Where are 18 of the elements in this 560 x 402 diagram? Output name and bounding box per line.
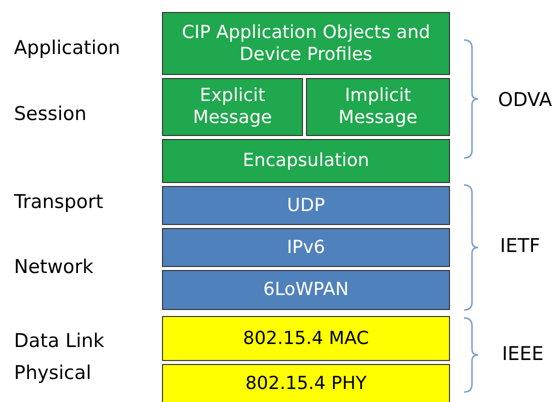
layer-label: Transport	[14, 191, 104, 213]
layer-label: Session	[14, 103, 86, 125]
layer-label: Data Link	[14, 330, 104, 352]
layer-box: 6LoWPAN	[162, 270, 450, 310]
layer-box: CIP Application Objects and Device Profiles	[162, 12, 450, 75]
layer-box: 802.15.4 PHY	[162, 364, 450, 402]
layer-label: Physical	[14, 362, 92, 384]
organization-label: ODVA	[498, 89, 552, 111]
organization-label: IEEE	[502, 343, 544, 365]
layer-label: Application	[14, 37, 120, 59]
layer-box: Encapsulation	[162, 139, 450, 183]
layer-box: Explicit Message	[162, 78, 303, 136]
layer-box: Implicit Message	[306, 78, 450, 136]
layer-box: IPv6	[162, 228, 450, 267]
layer-label: Network	[14, 256, 94, 278]
layer-box: UDP	[162, 186, 450, 225]
layer-box: 802.15.4 MAC	[162, 316, 450, 361]
organization-label: IETF	[500, 235, 540, 257]
